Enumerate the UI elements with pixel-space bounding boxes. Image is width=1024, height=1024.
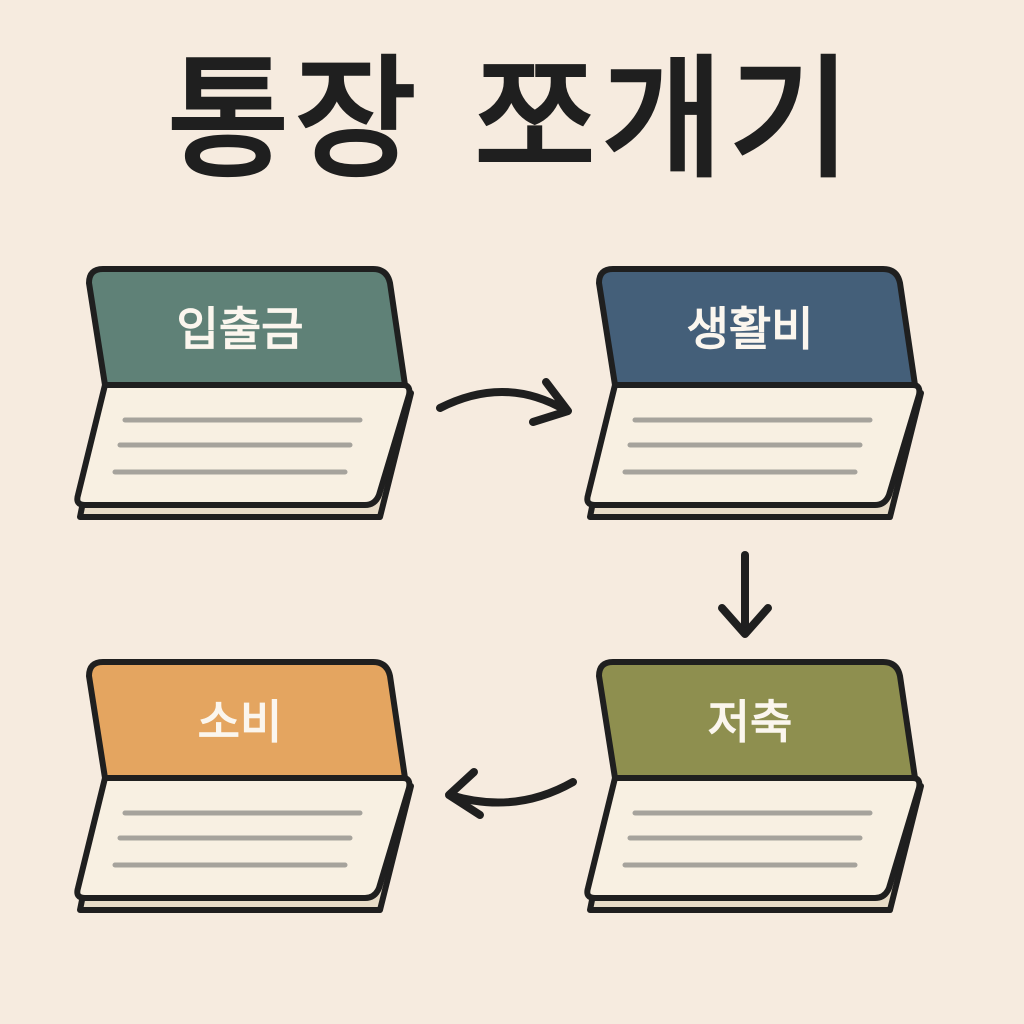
curved-arrow-left-icon	[445, 768, 577, 819]
passbook-label-living: 생활비	[687, 302, 814, 356]
passbook-cover	[86, 266, 408, 388]
passbook-savings: 저축	[584, 659, 924, 913]
passbook-label-savings: 저축	[708, 695, 793, 749]
passbook-label-checking: 입출금	[177, 302, 304, 356]
arrow-down-icon	[718, 551, 772, 638]
curved-arrow-right-icon	[436, 378, 572, 426]
passbook-label-spending: 소비	[198, 695, 283, 749]
passbook-living: 생활비	[584, 266, 924, 520]
passbook-cover	[596, 266, 918, 388]
page-title: 통장 쪼개기	[167, 43, 857, 197]
passbook-checking: 입출금	[74, 266, 414, 520]
passbook-cover	[86, 659, 408, 781]
passbook-cover	[596, 659, 918, 781]
passbook-spending: 소비	[74, 659, 414, 913]
